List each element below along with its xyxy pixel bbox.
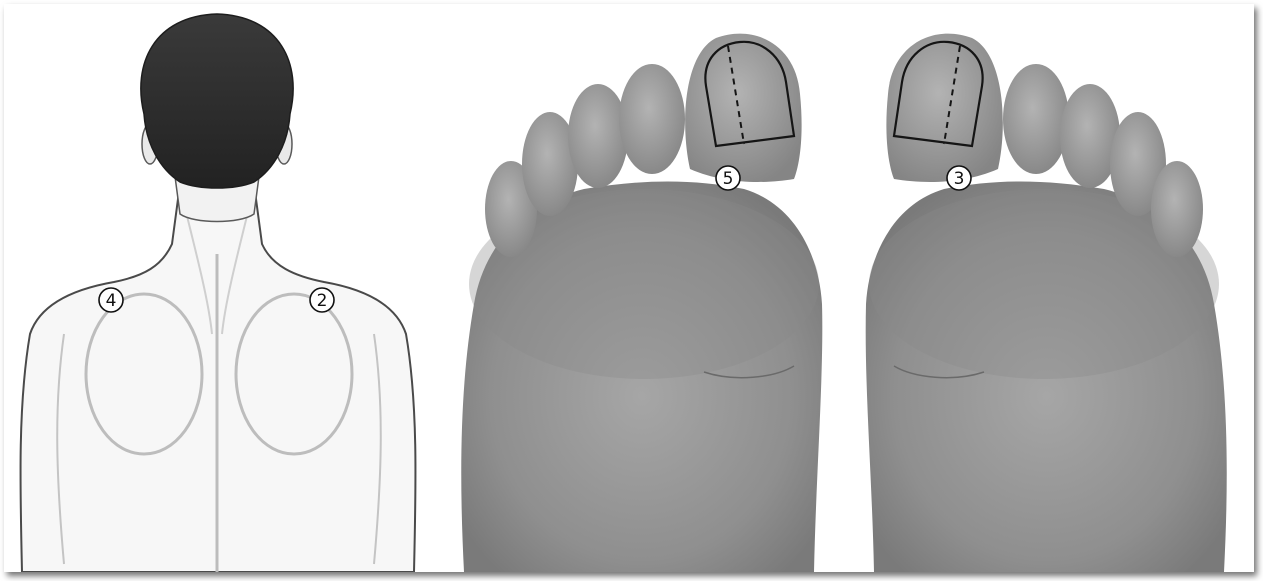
marker-5-label: 5: [723, 169, 734, 189]
right-foot-big-toe: [886, 34, 1002, 182]
marker-3: 3: [947, 166, 971, 190]
figure-frame: 4 2 5 3: [4, 4, 1254, 572]
left-foot-sole: [461, 34, 822, 572]
marker-4-label: 4: [106, 291, 117, 311]
marker-4: 4: [99, 288, 123, 312]
left-foot-toe-3: [568, 84, 628, 188]
marker-2-label: 2: [317, 291, 328, 311]
right-foot-sole: [866, 34, 1227, 572]
marker-3-label: 3: [954, 169, 965, 189]
marker-5: 5: [716, 166, 740, 190]
right-foot-toe-5: [1151, 161, 1203, 257]
left-foot-big-toe: [685, 34, 801, 182]
marker-2: 2: [310, 288, 334, 312]
back-illustration: [20, 14, 415, 572]
right-foot-toe-2: [1003, 64, 1069, 174]
hair: [141, 14, 293, 188]
illustration-canvas: 4 2 5 3: [4, 4, 1254, 572]
left-foot-toe-2: [619, 64, 685, 174]
